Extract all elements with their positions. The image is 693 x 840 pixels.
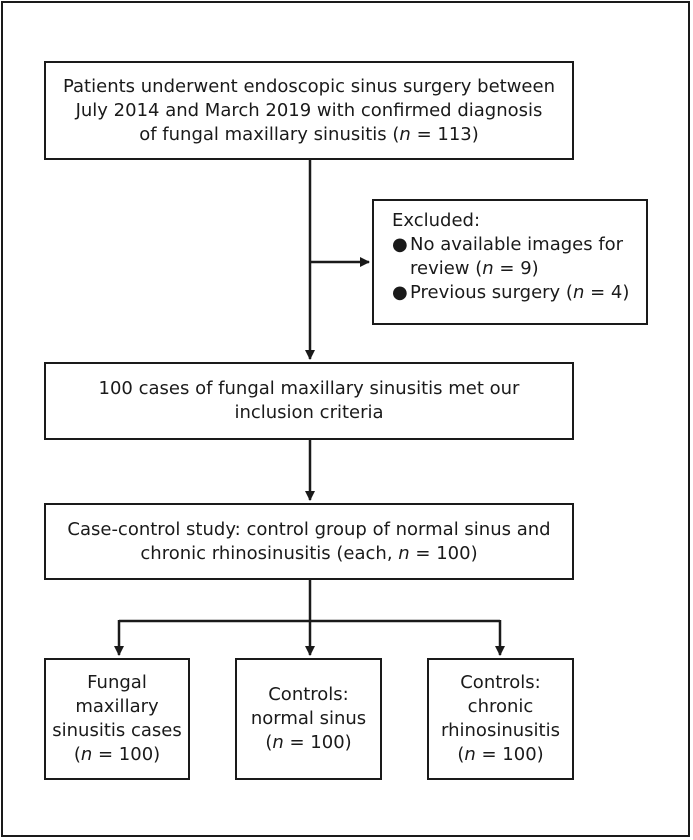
excluded-item-no-images: ● No available images for review (n = 9) [392,234,624,279]
group-fungal-cases: Fungal maxillary sinusitis cases (n = 10… [44,658,190,780]
excluded-box: Excluded: ● No available images for revi… [372,199,648,325]
case-control-box: Case-control study: control group of nor… [44,503,574,580]
inclusion-line-2: inclusion criteria [234,402,384,423]
group-chronic-rhinosinusitis: Controls: chronic rhinosinusitis (n = 10… [427,658,574,780]
screening-line-2: July 2014 and March 2019 with confirmed … [75,99,543,121]
screening-line-1: Patients underwent endoscopic sinus surg… [62,75,555,97]
inclusion-line-1: 100 cases of fungal maxillary sinusitis … [98,378,520,399]
screening-line-3: of fungal maxillary sinusitis (n = 113) [139,123,479,145]
case-control-line-1: Case-control study: control group of nor… [67,518,551,540]
excluded-item-previous-surgery: ● Previous surgery (n = 4) [392,282,630,303]
excluded-title: Excluded: [392,210,481,231]
screening-box: Patients underwent endoscopic sinus surg… [44,61,574,160]
case-control-line-2: chronic rhinosinusitis (each, n = 100) [140,542,478,564]
inclusion-box: 100 cases of fungal maxillary sinusitis … [44,362,574,440]
group-normal-sinus: Controls: normal sinus (n = 100) [235,658,382,780]
